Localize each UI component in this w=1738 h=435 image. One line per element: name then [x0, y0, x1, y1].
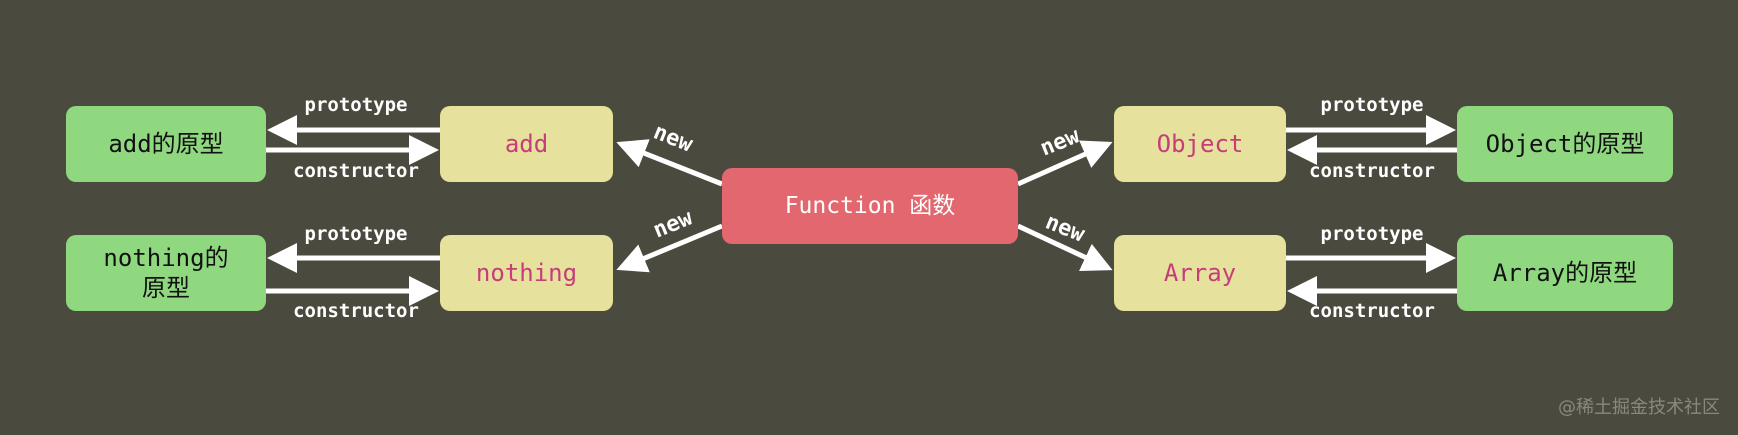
node-label: Function 函数 [784, 193, 956, 219]
node-label: add的原型 [108, 130, 224, 158]
node-label: add [504, 130, 549, 158]
nothing-node: nothing [440, 235, 613, 311]
add-prototype-node: add的原型 [66, 106, 266, 182]
constructor-label: constructor [293, 160, 419, 182]
arrow-new-object [1016, 140, 1113, 187]
node-label: Object [1156, 130, 1244, 158]
node-label: Array [1163, 259, 1237, 287]
node-label: nothing的 原型 [103, 244, 229, 302]
constructor-label: constructor [1309, 300, 1435, 322]
prototype-label: prototype [304, 223, 408, 245]
object-prototype-node: Object的原型 [1457, 106, 1673, 182]
node-label: nothing [475, 259, 578, 287]
watermark: @稀土掘金技术社区 [1558, 397, 1720, 418]
nothing-prototype-node: nothing的 原型 [66, 235, 266, 311]
prototype-label: prototype [1320, 94, 1424, 116]
arrow-new-array [1016, 223, 1113, 272]
array-node: Array [1114, 235, 1286, 311]
add-node: add [440, 106, 613, 182]
array-prototype-node: Array的原型 [1457, 235, 1673, 311]
prototype-label: prototype [304, 94, 408, 116]
prototype-label: prototype [1320, 223, 1424, 245]
constructor-label: constructor [1309, 160, 1435, 182]
node-label: Array的原型 [1492, 259, 1638, 287]
object-node: Object [1114, 106, 1286, 182]
constructor-label: constructor [293, 300, 419, 322]
function-node: Function 函数 [722, 168, 1018, 244]
arrow-new-nothing [616, 223, 723, 273]
arrow-new-add [616, 139, 723, 187]
node-label: Object的原型 [1485, 130, 1645, 158]
